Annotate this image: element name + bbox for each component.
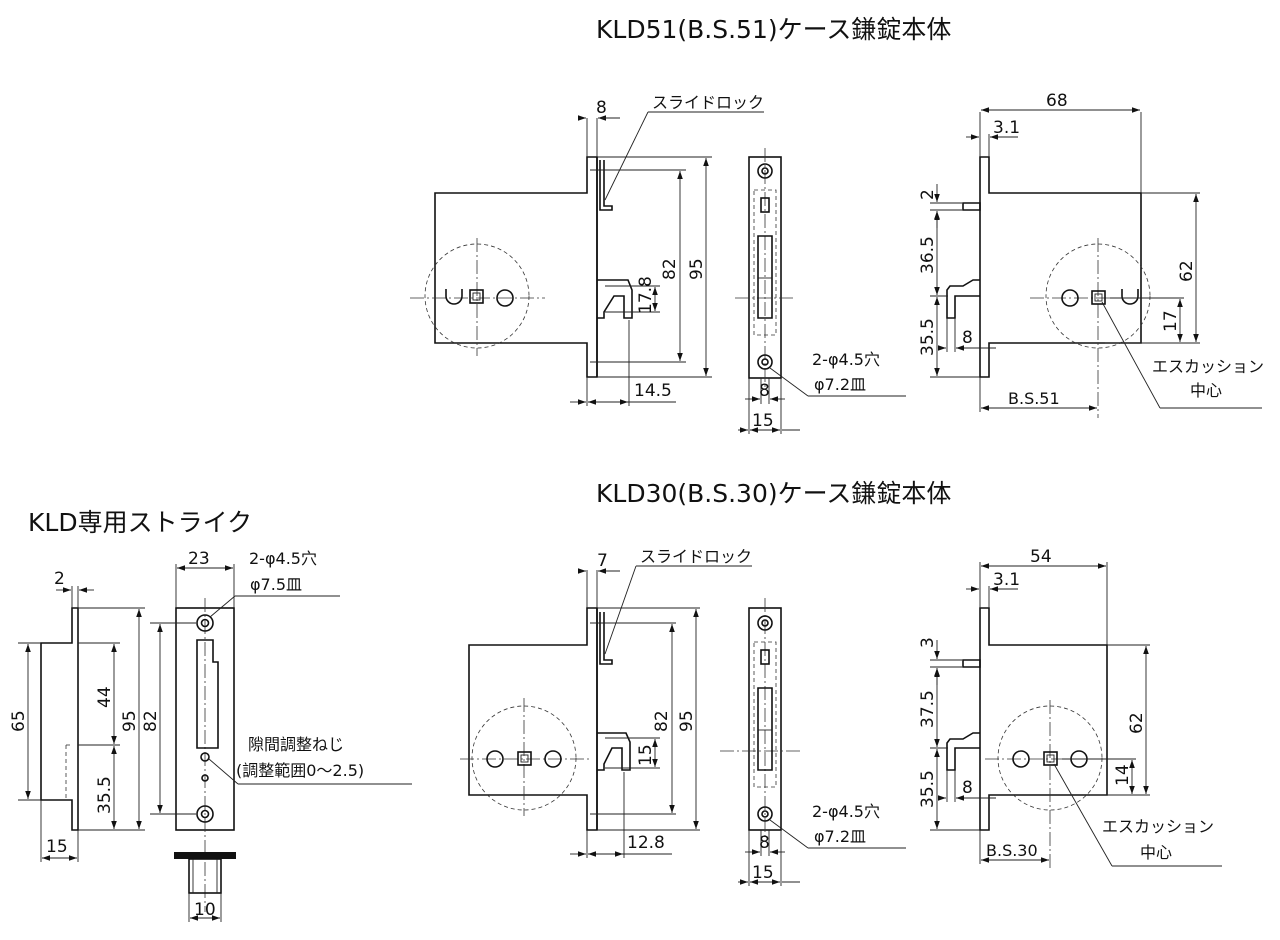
kld30-center-label: 中心 xyxy=(1140,843,1172,862)
kld51-front-holes-label: 2-φ4.5穴 xyxy=(812,350,880,369)
kld30-side-view xyxy=(460,565,752,858)
strike-dim-10: 10 xyxy=(194,900,216,920)
strike-dim-44: 44 xyxy=(95,686,115,708)
kld30-plan-view xyxy=(930,562,1222,870)
kld30-plan-dim-3: 3 xyxy=(918,637,938,648)
kld30-front-view xyxy=(720,598,906,886)
kld51-front-dim-8: 8 xyxy=(759,381,770,401)
strike-dim-35-5: 35.5 xyxy=(95,776,115,814)
kld51-center-label: 中心 xyxy=(1190,381,1222,400)
strike-dim-95: 95 xyxy=(120,710,140,732)
kld30-side-dim-82: 82 xyxy=(652,710,672,732)
kld51-plan-dim-68: 68 xyxy=(1046,91,1068,111)
kld30-front-csk-label: φ7.2皿 xyxy=(814,827,866,846)
kld51-plan-dim-2: 2 xyxy=(918,189,938,200)
kld51-side-view xyxy=(410,111,764,406)
kld30-front-dim-15: 15 xyxy=(752,863,774,883)
kld51-plan-backset-label: B.S.51 xyxy=(1008,389,1060,408)
strike-adjust-range-label: (調整範囲0～2.5) xyxy=(236,761,364,780)
kld30-front-holes-label: 2-φ4.5穴 xyxy=(812,802,880,821)
kld30-side-dim-12-8: 12.8 xyxy=(627,833,665,853)
kld51-side-dim-82: 82 xyxy=(660,258,680,280)
kld30-plan-dim-54: 54 xyxy=(1030,547,1052,567)
kld30-slide-lock-label: スライドロック xyxy=(640,547,752,566)
kld51-plan-view xyxy=(930,107,1262,418)
kld51-plan-dim-8: 8 xyxy=(962,328,973,348)
strike-adjust-screw-label: 隙間調整ねじ xyxy=(248,735,344,754)
kld30-side-dim-7: 7 xyxy=(597,551,608,571)
kld30-plan-dim-14: 14 xyxy=(1113,764,1133,786)
strike-dim-23: 23 xyxy=(188,549,210,569)
kld51-plan-dim-36-5: 36.5 xyxy=(918,236,938,274)
strike-holes-label: 2-φ4.5穴 xyxy=(249,549,317,568)
kld30-escutcheon-label: エスカッション xyxy=(1102,817,1214,836)
kld51-side-dim-8: 8 xyxy=(596,98,607,118)
strike-csk-label: φ7.5皿 xyxy=(250,575,302,594)
kld51-plan-dim-17: 17 xyxy=(1161,310,1181,332)
kld30-side-dim-95: 95 xyxy=(677,710,697,732)
kld30-plan-dim-8: 8 xyxy=(962,778,973,798)
kld30-title: KLD30(B.S.30)ケース鎌錠本体 xyxy=(596,479,951,508)
kld30-plan-dim-35-5: 35.5 xyxy=(918,770,938,808)
kld51-front-view xyxy=(735,148,906,434)
kld30-plan-dim-62: 62 xyxy=(1127,712,1147,734)
kld51-escutcheon-label: エスカッション xyxy=(1152,357,1264,376)
strike-side-view xyxy=(18,586,145,862)
strike-dim-65: 65 xyxy=(9,710,29,732)
kld30-front-dim-8: 8 xyxy=(759,833,770,853)
kld51-plan-dim-35-5: 35.5 xyxy=(918,318,938,356)
kld51-title: KLD51(B.S.51)ケース鎌錠本体 xyxy=(596,15,951,44)
strike-dim-82: 82 xyxy=(141,710,161,732)
kld30-plan-dim-37-5: 37.5 xyxy=(918,690,938,728)
kld51-front-csk-label: φ7.2皿 xyxy=(814,375,866,394)
kld51-side-dim-14-5: 14.5 xyxy=(634,381,672,401)
kld51-side-dim-17-8: 17.8 xyxy=(636,276,656,314)
strike-title: KLD専用ストライク xyxy=(28,508,252,537)
kld51-slide-lock-label: スライドロック xyxy=(652,93,764,112)
kld51-plan-dim-3-1: 3.1 xyxy=(993,118,1020,138)
kld30-plan-dim-3-1: 3.1 xyxy=(993,570,1020,590)
strike-front-view xyxy=(150,564,412,922)
kld30-side-dim-15: 15 xyxy=(636,744,656,766)
kld51-plan-dim-62: 62 xyxy=(1177,260,1197,282)
strike-dim-15: 15 xyxy=(46,837,68,857)
kld51-front-dim-15: 15 xyxy=(752,411,774,431)
kld30-plan-backset-label: B.S.30 xyxy=(986,841,1038,860)
kld51-side-dim-95: 95 xyxy=(687,258,707,280)
strike-dim-2: 2 xyxy=(54,569,65,589)
